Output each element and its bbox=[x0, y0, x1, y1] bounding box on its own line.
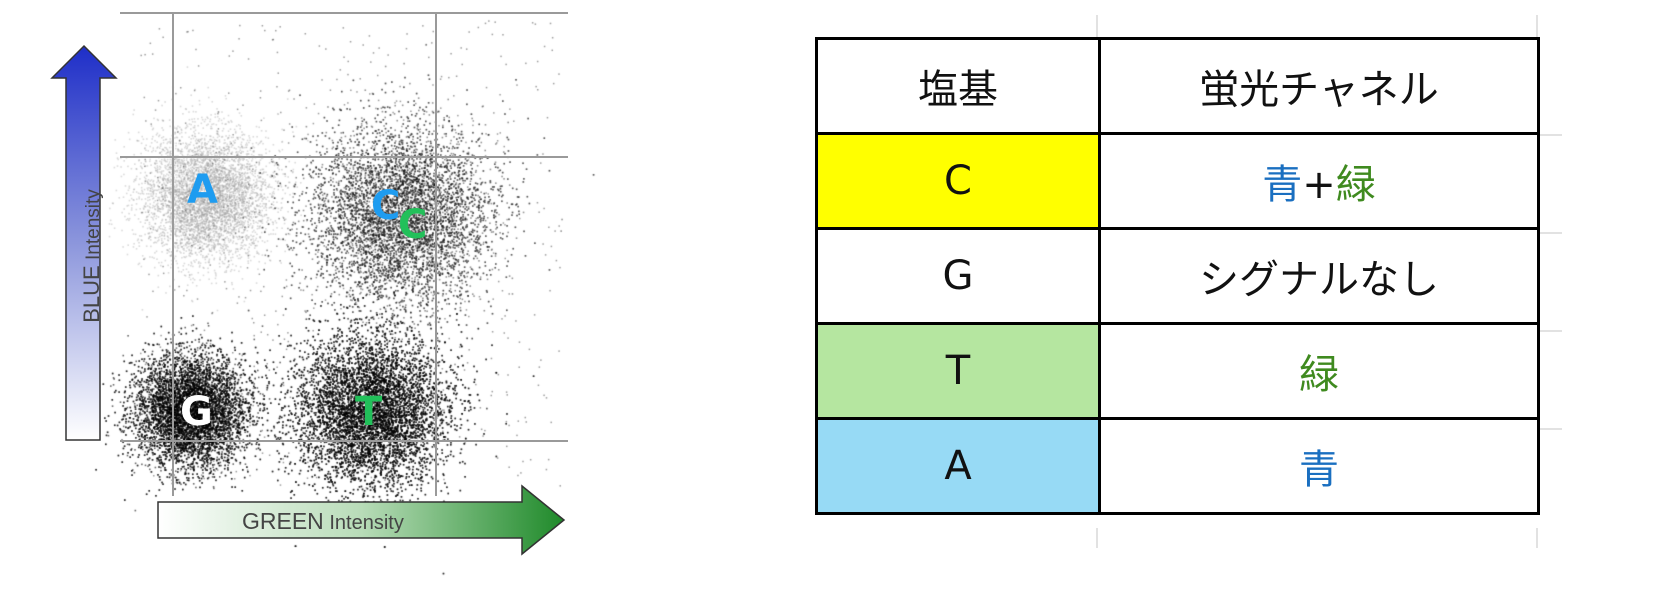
table-header-row: 塩基 蛍光チャネル bbox=[815, 37, 1540, 135]
channel-cell: 青+緑 bbox=[1098, 132, 1540, 230]
header-channel: 蛍光チャネル bbox=[1098, 37, 1540, 135]
grid-line-right bbox=[435, 12, 437, 496]
sheet-gridline bbox=[1536, 528, 1538, 548]
axis-arrows bbox=[50, 44, 566, 556]
cluster-label-a: A bbox=[187, 167, 218, 213]
green-intensity-label: GREEN Intensity bbox=[242, 508, 404, 535]
table-row: T 緑 bbox=[815, 322, 1540, 420]
grid-line-bottom bbox=[120, 440, 568, 442]
base-cell: C bbox=[815, 132, 1101, 230]
sheet-gridline bbox=[1538, 428, 1562, 430]
blue-arrow-icon bbox=[50, 44, 118, 441]
table-row: A 青 bbox=[815, 417, 1540, 515]
table-row: C 青+緑 bbox=[815, 132, 1540, 230]
sheet-gridline bbox=[1536, 15, 1538, 37]
sheet-gridline bbox=[1096, 15, 1098, 37]
cluster-label-c-blue: C bbox=[371, 183, 401, 229]
table-row: G シグナルなし bbox=[815, 227, 1540, 325]
green-arrow-icon bbox=[157, 484, 566, 556]
cluster-label-c-green: C bbox=[398, 202, 428, 248]
green-word: GREEN bbox=[242, 508, 324, 534]
header-base: 塩基 bbox=[815, 37, 1101, 135]
intensity-word: Intensity bbox=[83, 189, 104, 266]
sheet-gridline bbox=[1538, 330, 1562, 332]
blue-intensity-label: BLUE Intensity bbox=[79, 189, 105, 323]
channel-blue: 青 bbox=[1262, 162, 1303, 208]
cluster-label-t: T bbox=[355, 389, 383, 435]
grid-line-mid bbox=[120, 156, 568, 158]
base-cell: A bbox=[815, 417, 1101, 515]
channel-cell: 緑 bbox=[1098, 322, 1540, 420]
channel-plus: + bbox=[1302, 162, 1336, 208]
channel-cell: シグナルなし bbox=[1098, 227, 1540, 325]
cluster-label-g: G bbox=[180, 389, 213, 435]
grid-line-left bbox=[172, 12, 174, 496]
base-cell: T bbox=[815, 322, 1101, 420]
blue-word: BLUE bbox=[79, 265, 104, 323]
base-channel-table: 塩基 蛍光チャネル C 青+緑 G シグナルなし T 緑 A 青 bbox=[815, 37, 1540, 515]
sheet-gridline bbox=[1096, 528, 1098, 548]
base-cell: G bbox=[815, 227, 1101, 325]
channel-green: 緑 bbox=[1335, 162, 1376, 208]
channel-cell: 青 bbox=[1098, 417, 1540, 515]
intensity-word: Intensity bbox=[323, 512, 404, 534]
grid-line-top bbox=[120, 12, 568, 14]
sheet-gridline bbox=[1538, 134, 1562, 136]
sheet-gridline bbox=[1538, 232, 1562, 234]
